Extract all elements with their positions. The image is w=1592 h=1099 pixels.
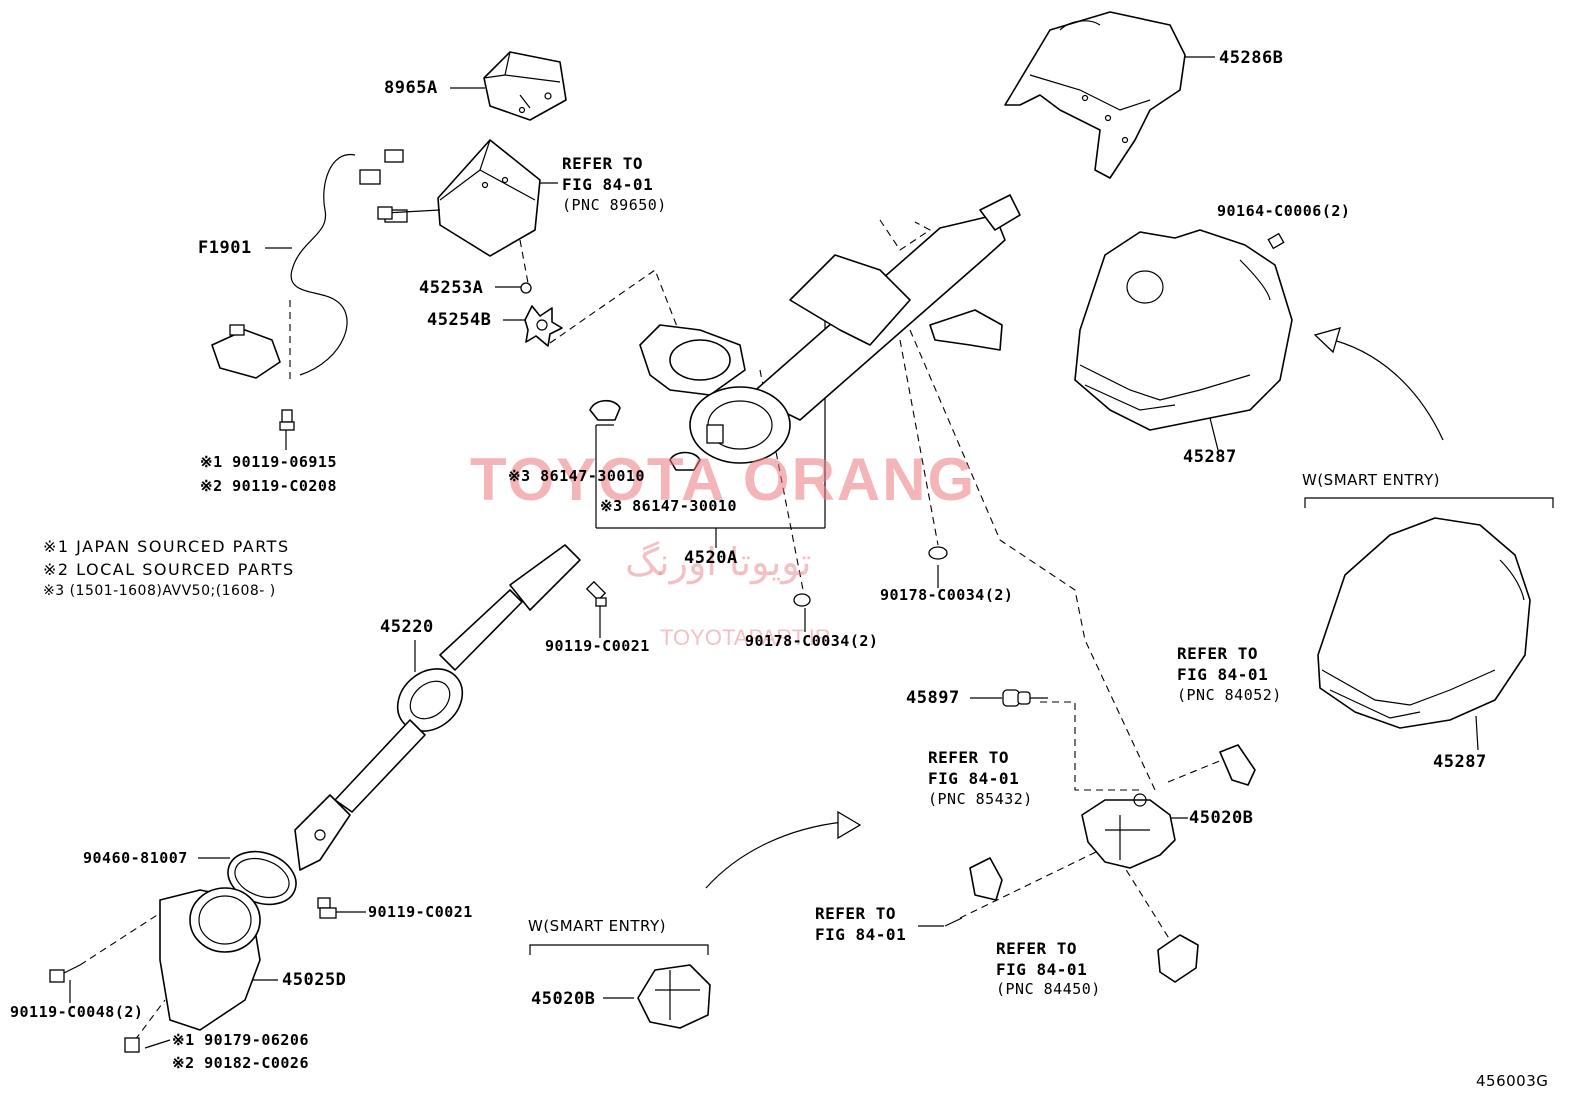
leader-lines <box>69 56 1479 1049</box>
part-84450 <box>1157 934 1199 983</box>
label-90119-C0021-a: 90119-C0021 <box>545 637 650 655</box>
label-45253A: 45253A <box>419 278 484 298</box>
refer-89650-line1: REFER TO <box>562 154 644 173</box>
part-bolt-90119-C0048 <box>49 964 81 983</box>
part-84-01-screw <box>944 917 963 927</box>
part-nut-90178-b <box>793 593 811 607</box>
label-45025D: 45025D <box>282 970 347 990</box>
watermark-brand-fa: تویوتا اورنگ <box>625 540 812 584</box>
note-japan-sourced: ※1 JAPAN SOURCED PARTS <box>43 537 290 556</box>
label-45287-top: 45287 <box>1183 447 1237 467</box>
part-45286B <box>1004 11 1186 179</box>
label-90182-C0026: ※2 90182-C0026 <box>172 1054 309 1072</box>
label-45286B: 45286B <box>1219 48 1284 68</box>
label-45020B-main: 45020B <box>1189 808 1254 828</box>
label-90164-C0006: 90164-C0006(2) <box>1217 202 1351 220</box>
label-90119-C0208: ※2 90119-C0208 <box>200 477 337 495</box>
part-screw-90119-C0021-b <box>317 897 337 919</box>
refer-85432-line1: REFER TO <box>928 748 1010 767</box>
part-85432 <box>969 857 1003 901</box>
label-90178-C0034-a: 90178-C0034(2) <box>880 586 1014 604</box>
part-8965A <box>483 51 567 121</box>
part-45025D <box>159 887 261 1031</box>
refer-84450-line1: REFER TO <box>996 939 1078 958</box>
part-45220 <box>294 544 581 871</box>
label-45897: 45897 <box>906 688 960 708</box>
refer-84052-line3: (PNC 84052) <box>1177 686 1282 704</box>
label-90179-06206: ※1 90179-06206 <box>172 1031 309 1049</box>
section-smart-entry-bottom: W(SMART ENTRY) <box>528 917 667 935</box>
refer-84052-line2: FIG 84-01 <box>1177 665 1269 684</box>
label-4520A: 4520A <box>684 548 738 568</box>
refer-85432-line3: (PNC 85432) <box>928 790 1033 808</box>
note-avv50: ※3 (1501-1608)AVV50;(1608- ) <box>43 583 276 599</box>
part-45020B-smart <box>637 964 711 1029</box>
refer-84-01-line1: REFER TO <box>815 904 897 923</box>
part-45253A <box>520 282 532 294</box>
note-local-sourced: ※2 LOCAL SOURCED PARTS <box>43 560 295 579</box>
part-4520A <box>589 194 1021 471</box>
smart-entry-brackets <box>529 497 1554 955</box>
part-nut-90179 <box>124 1037 140 1053</box>
arrows <box>705 327 1444 889</box>
part-screw-90119-C0021-a <box>585 580 607 607</box>
part-nut-90178-a <box>928 546 948 560</box>
part-F1901 <box>211 149 408 379</box>
label-86147-30010-b: ※3 86147-30010 <box>600 497 737 515</box>
label-90178-C0034-b: 90178-C0034(2) <box>745 632 879 650</box>
label-45254B: 45254B <box>427 310 492 330</box>
label-45287-bottom: 45287 <box>1433 752 1487 772</box>
label-45020B-smart: 45020B <box>531 989 596 1009</box>
part-45287-top <box>1074 229 1293 431</box>
refer-84450-line3: (PNC 84450) <box>996 980 1101 998</box>
part-45254B <box>524 305 563 347</box>
label-90119-C0021-b: 90119-C0021 <box>368 903 473 921</box>
refer-84450-line2: FIG 84-01 <box>996 960 1088 979</box>
part-45897 <box>1002 689 1048 707</box>
label-45220: 45220 <box>380 617 434 637</box>
part-screw-90119-06915 <box>279 409 295 431</box>
part-screw-90164 <box>1267 232 1285 250</box>
part-45287-bottom <box>1317 517 1531 729</box>
refer-84-01-line2: FIG 84-01 <box>815 925 907 944</box>
label-86147-30010-a: ※3 86147-30010 <box>508 467 645 485</box>
watermark-site: TOYOTAPART.IR <box>660 625 831 650</box>
part-89650 <box>377 139 541 257</box>
label-F1901: F1901 <box>198 238 252 258</box>
part-45020B-main <box>1081 793 1176 869</box>
refer-89650-line2: FIG 84-01 <box>562 175 654 194</box>
refer-84052-line1: REFER TO <box>1177 644 1259 663</box>
figure-code: 456003G <box>1476 1072 1549 1090</box>
label-8965A: 8965A <box>384 78 438 98</box>
watermark-brand: TOYOTA ORANG <box>470 446 977 513</box>
part-84052 <box>1219 744 1256 786</box>
refer-89650-line3: (PNC 89650) <box>562 196 667 214</box>
refer-85432-line2: FIG 84-01 <box>928 769 1020 788</box>
label-90119-06915: ※1 90119-06915 <box>200 453 337 471</box>
label-90119-C0048: 90119-C0048(2) <box>10 1003 144 1021</box>
section-smart-entry-top: W(SMART ENTRY) <box>1302 471 1441 489</box>
label-90460-81007: 90460-81007 <box>83 849 188 867</box>
